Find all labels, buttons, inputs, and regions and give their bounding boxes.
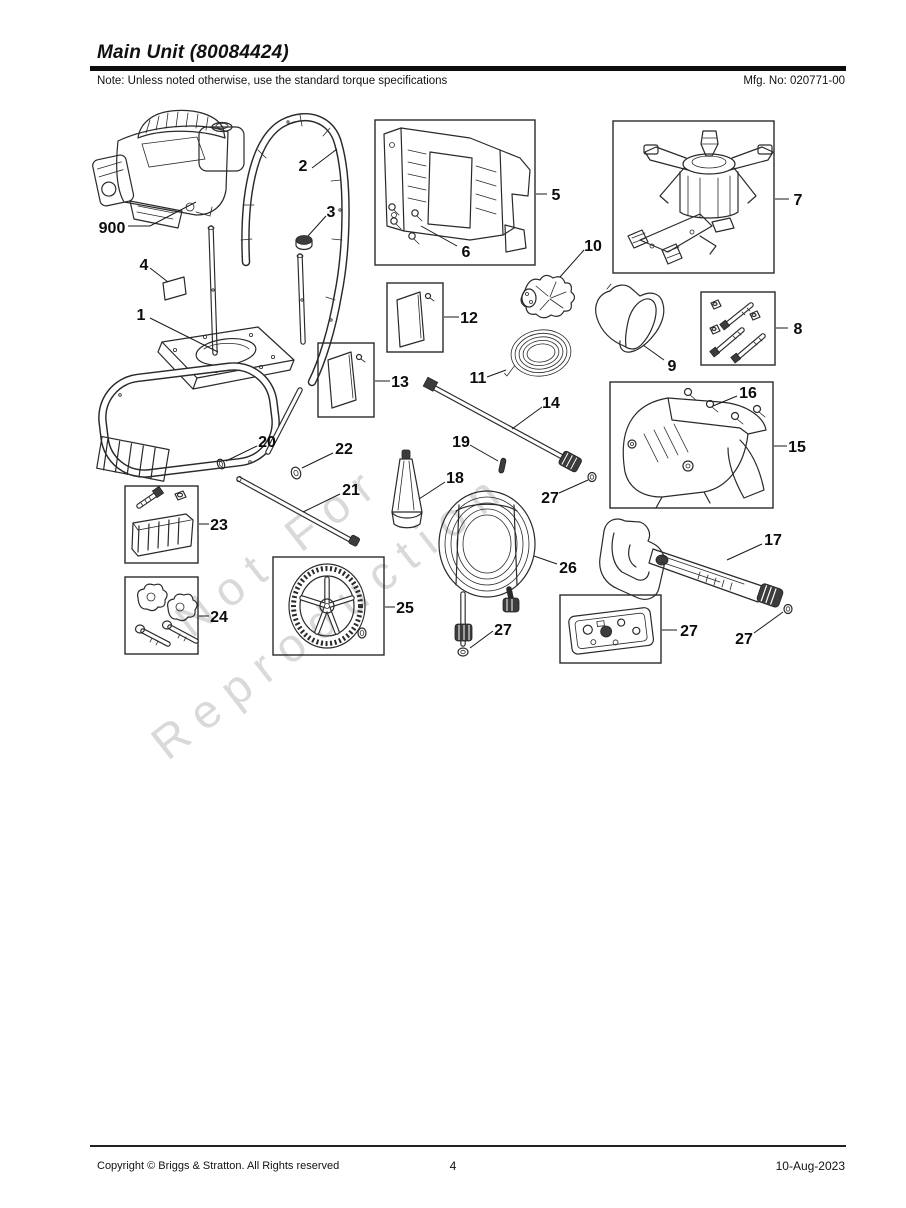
part-pin [498,457,507,474]
callout-25: 25 [396,600,414,617]
mfg-number: Mfg. No: 020771-00 [743,75,845,87]
footer-date: 10-Aug-2023 [775,1159,845,1173]
part-handle-posts [207,225,306,356]
callout-21: 21 [342,482,360,499]
part-spray-gun [599,518,793,615]
callout-16: 16 [739,385,757,402]
part-pump-box [612,120,775,274]
part-engine [92,109,245,229]
part-wire-form [595,283,665,353]
part-oring-20 [216,458,226,470]
callout-18: 18 [446,470,464,487]
part-lance-tube [422,376,597,483]
callout-10: 10 [584,238,602,255]
callout-22: 22 [335,441,353,458]
part-cap [295,235,313,251]
part-seal-kit-box [559,594,662,664]
callout-19: 19 [452,434,470,451]
callout-2: 2 [299,158,308,175]
callout-3: 3 [327,204,336,221]
part-panel-12-box [386,282,444,353]
part-axle-rod [236,475,360,547]
part-shroud-box [609,381,774,509]
part-console-panel-box [374,119,536,266]
part-handle [240,113,350,387]
callout-27-lance: 27 [541,490,559,507]
part-frame [96,326,303,482]
part-screws-6 [388,203,423,245]
callout-4: 4 [140,257,149,274]
footer-rule [90,1145,846,1147]
callout-12: 12 [460,310,478,327]
part-knob-kit-box [124,576,199,655]
part-fastener-box [700,291,776,366]
part-nozzle [391,449,423,529]
callout-15: 15 [788,439,806,456]
part-coiled-tube [504,329,572,377]
part-washer-22 [290,466,302,480]
part-foot-kit-box [124,485,199,564]
footer-page-number: 4 [449,1159,457,1173]
callout-13: 13 [391,374,409,391]
page-title: Main Unit (80084424) [97,42,289,63]
torque-note: Note: Unless noted otherwise, use the st… [97,75,448,87]
callout-24: 24 [210,609,228,626]
callout-27-kit: 27 [680,623,698,640]
footer-copyright: Copyright © Briggs & Stratton. All Right… [97,1160,340,1172]
part-wheel-box [272,556,385,656]
parts-diagram: 900 1 2 3 4 5 6 7 8 9 10 11 12 13 14 15 … [92,109,806,664]
header-rule [90,66,846,71]
callout-7: 7 [794,192,803,209]
part-finned-drum [520,274,576,319]
part-panel-13-box [317,342,375,418]
callout-1: 1 [137,307,146,324]
callout-27-gun: 27 [735,631,753,648]
callout-17: 17 [764,532,782,549]
part-label [162,276,187,301]
callout-8: 8 [794,321,803,338]
leader-lines [128,148,789,649]
frame-foot-treads [96,435,170,482]
callout-14: 14 [542,395,560,412]
callout-20: 20 [258,434,276,451]
callout-11: 11 [470,370,487,387]
part-screws-16 [683,387,766,425]
callout-900: 900 [99,220,126,237]
part-hose [438,490,536,657]
callout-6: 6 [462,244,471,261]
callout-9: 9 [668,358,677,375]
callout-26: 26 [559,560,577,577]
callout-5: 5 [552,187,561,204]
callout-27-hose: 27 [494,622,512,639]
callout-23: 23 [210,517,228,534]
